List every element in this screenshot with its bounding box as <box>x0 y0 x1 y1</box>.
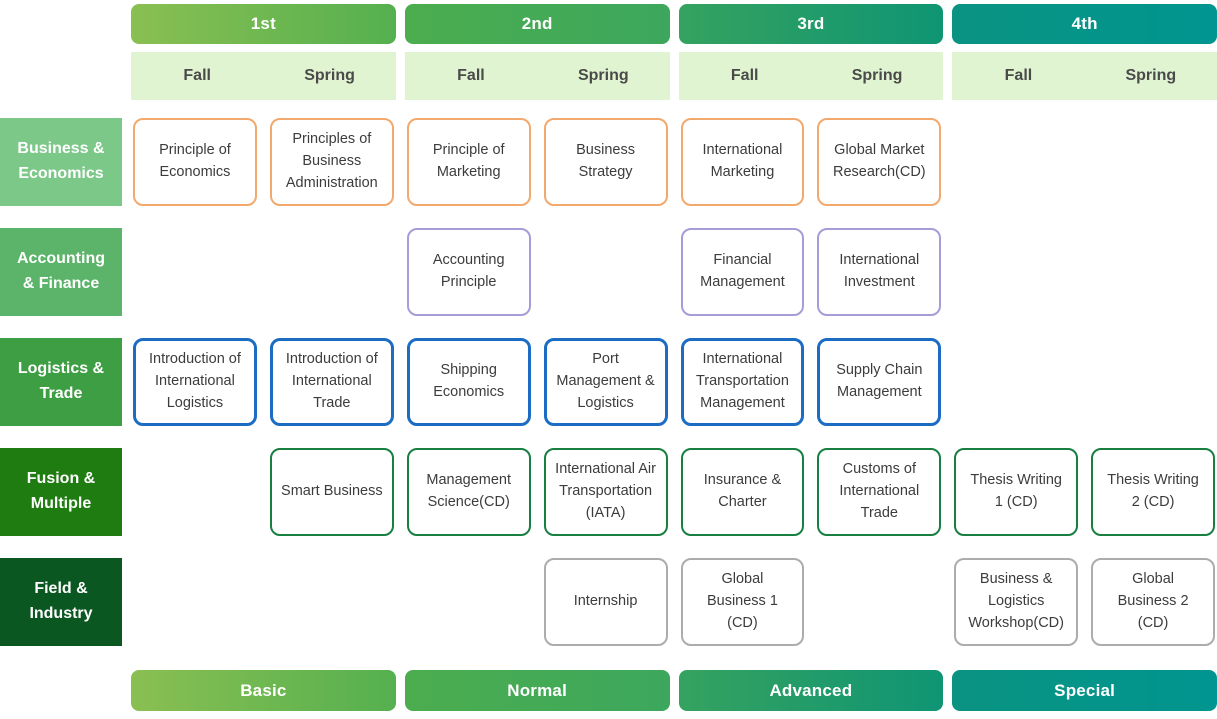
category-label-logistics-trade: Logistics & Trade <box>0 338 122 426</box>
course-card-principle-of-economics: Principle of Economics <box>133 118 257 206</box>
course-card-port-management-logistics: Port Management & Logistics <box>543 338 668 426</box>
category-label-accounting-finance: Accounting & Finance <box>0 228 122 316</box>
semester-label-1st-fall: Fall <box>183 67 211 84</box>
course-card-business-strategy: Business Strategy <box>543 118 668 206</box>
semesters-row: Fall Spring Fall Spring Fall Spring Fall Spring <box>0 52 1217 100</box>
semester-group-2nd: Fall Spring <box>404 52 670 100</box>
level-header-special: Special <box>952 670 1217 711</box>
semester-label-3rd-spring: Spring <box>851 67 903 84</box>
course-card-management-science-cd: Management Science(CD) <box>406 448 531 536</box>
course-card-supply-chain-management: Supply Chain Management <box>817 338 942 426</box>
year-header-4th: 4th <box>952 4 1217 44</box>
semester-label-4th-spring: Spring <box>1125 67 1177 84</box>
course-card-customs-of-international-trade: Customs of International Trade <box>817 448 942 536</box>
semester-group-4th: Fall Spring <box>952 52 1217 100</box>
course-card-international-marketing: International Marketing <box>680 118 805 206</box>
course-card-thesis-writing-1-cd: Thesis Writing 1 (CD) <box>954 448 1079 536</box>
semester-label-1st-spring: Spring <box>304 67 355 84</box>
level-header-basic: Basic <box>131 670 396 711</box>
level-header-advanced: Advanced <box>678 670 944 711</box>
course-card-thesis-writing-2-cd: Thesis Writing 2 (CD) <box>1091 448 1215 536</box>
course-card-shipping-economics: Shipping Economics <box>406 338 531 426</box>
course-card-introduction-of-international-trade: Introduction of International Trade <box>269 338 394 426</box>
course-card-international-investment: International Investment <box>817 228 942 316</box>
semester-group-3rd: Fall Spring <box>678 52 944 100</box>
course-card-smart-business: Smart Business <box>269 448 394 536</box>
semester-label-4th-fall: Fall <box>1004 67 1033 84</box>
year-header-2nd: 2nd <box>404 4 670 44</box>
semester-label-3rd-fall: Fall <box>730 67 759 84</box>
course-card-introduction-of-international-logistics: Introduction of International Logistics <box>133 338 257 426</box>
category-row-accounting-finance: Accounting & Finance Accounting Principle… <box>0 228 1217 316</box>
semester-group-1st: Fall Spring <box>131 52 396 100</box>
course-card-internship: Internship <box>543 558 668 646</box>
year-header-3rd: 3rd <box>678 4 944 44</box>
course-card-business-logistics-workshop-cd: Business & Logistics Workshop(CD) <box>954 558 1079 646</box>
course-card-global-business-2-cd: Global Business 2 (CD) <box>1091 558 1215 646</box>
course-card-global-business-1-cd: Global Business 1 (CD) <box>680 558 805 646</box>
course-card-accounting-principle: Accounting Principle <box>406 228 531 316</box>
level-header-normal: Normal <box>404 670 670 711</box>
course-card-international-transportation-management: International Transportation Management <box>680 338 805 426</box>
semester-label-2nd-spring: Spring <box>577 67 629 84</box>
course-card-principle-of-marketing: Principle of Marketing <box>406 118 531 206</box>
course-card-global-market-research-cd: Global Market Research(CD) <box>817 118 942 206</box>
semester-label-2nd-fall: Fall <box>457 67 485 84</box>
year-header-1st: 1st <box>131 4 396 44</box>
category-label-fusion-multiple: Fusion & Multiple <box>0 448 122 536</box>
course-card-international-air-transportation-iata: International Air Transportation (IATA) <box>543 448 668 536</box>
course-card-principles-of-business-administration: Principles of Business Administration <box>269 118 394 206</box>
category-label-business-economics: Business & Economics <box>0 118 122 206</box>
category-label-field-industry: Field & Industry <box>0 558 122 646</box>
course-card-insurance-charter: Insurance & Charter <box>680 448 805 536</box>
course-card-financial-management: Financial Management <box>680 228 805 316</box>
